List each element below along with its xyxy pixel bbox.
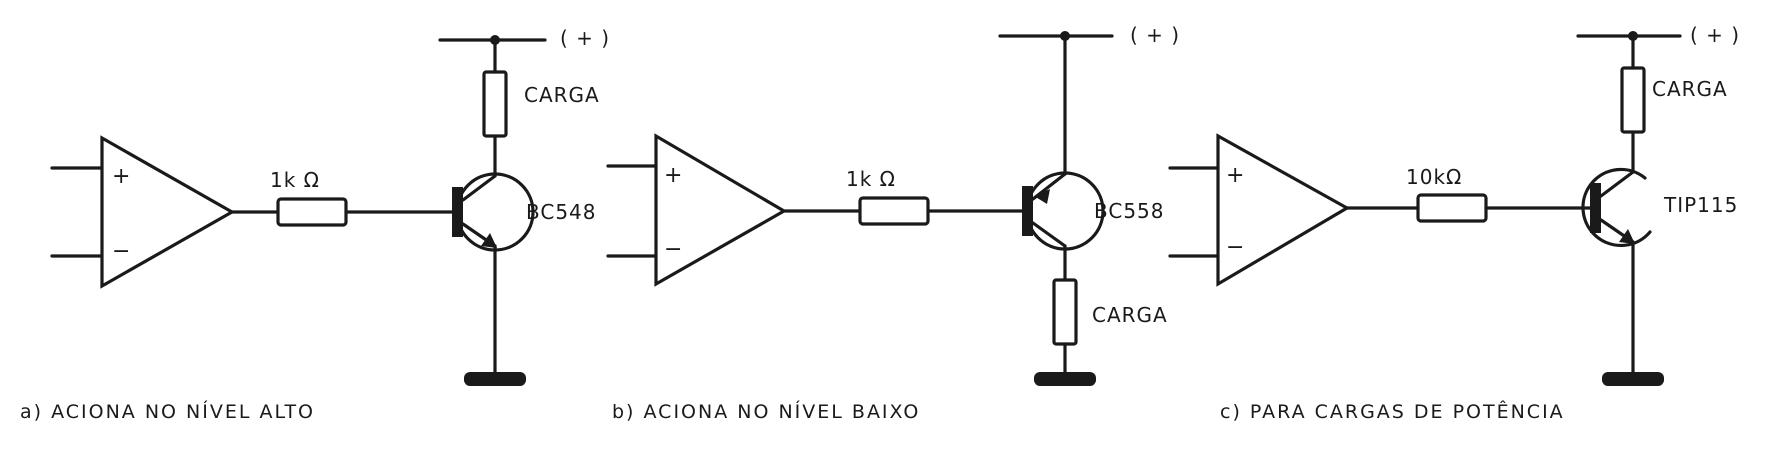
load-b [1052,278,1078,346]
load-a [482,70,508,138]
transistor-a-label: BC548 [526,200,597,224]
ground-a [464,372,526,386]
load-c-label: CARGA [1652,77,1728,101]
opamp-b: + − [606,133,788,287]
transistor-a: BC548 [452,134,597,374]
load-a-label: CARGA [524,83,600,107]
load-b-label: CARGA [1092,303,1168,327]
circuit-a: + − 1k Ω BC548 CARGA ( + ) a) ACIONA N [20,26,610,423]
resistor-a [276,197,348,227]
opamp-c: + − [1168,133,1351,287]
supply-a-label: ( + ) [560,26,610,50]
opamp-a-plus: + [112,164,130,189]
opamp-b-plus: + [664,163,682,188]
load-c [1620,66,1646,134]
resistor-b-value: 1k Ω [846,167,896,191]
transistor-b-label: BC558 [1094,199,1165,223]
circuit-c: + − 10kΩ TIP115 CARGA ( + ) c) PARA CA [1168,23,1740,423]
opamp-a-minus: − [112,239,130,264]
resistor-c [1416,193,1488,223]
ground-c [1602,372,1664,386]
opamp-a: + − [50,135,236,289]
transistor-b: BC558 [1022,34,1165,282]
caption-b: b) ACIONA NO NÍVEL BAIXO [612,400,920,423]
circuit-b: + − 1k Ω BC558 CARGA ( + ) b) ACIONA N [606,23,1180,423]
resistor-a-value: 1k Ω [270,168,320,192]
ground-b [1034,372,1096,386]
resistor-c-value: 10kΩ [1406,165,1462,189]
supply-c-label: ( + ) [1690,23,1740,47]
resistor-b [858,196,930,226]
transistor-c: TIP115 [1581,130,1738,374]
transistor-c-label: TIP115 [1663,193,1738,217]
opamp-c-minus: − [1226,235,1244,260]
supply-b-label: ( + ) [1130,23,1180,47]
opamp-c-plus: + [1226,163,1244,188]
opamp-b-minus: − [664,237,682,262]
caption-a: a) ACIONA NO NÍVEL ALTO [20,400,315,423]
caption-c: c) PARA CARGAS DE POTÊNCIA [1220,400,1565,423]
